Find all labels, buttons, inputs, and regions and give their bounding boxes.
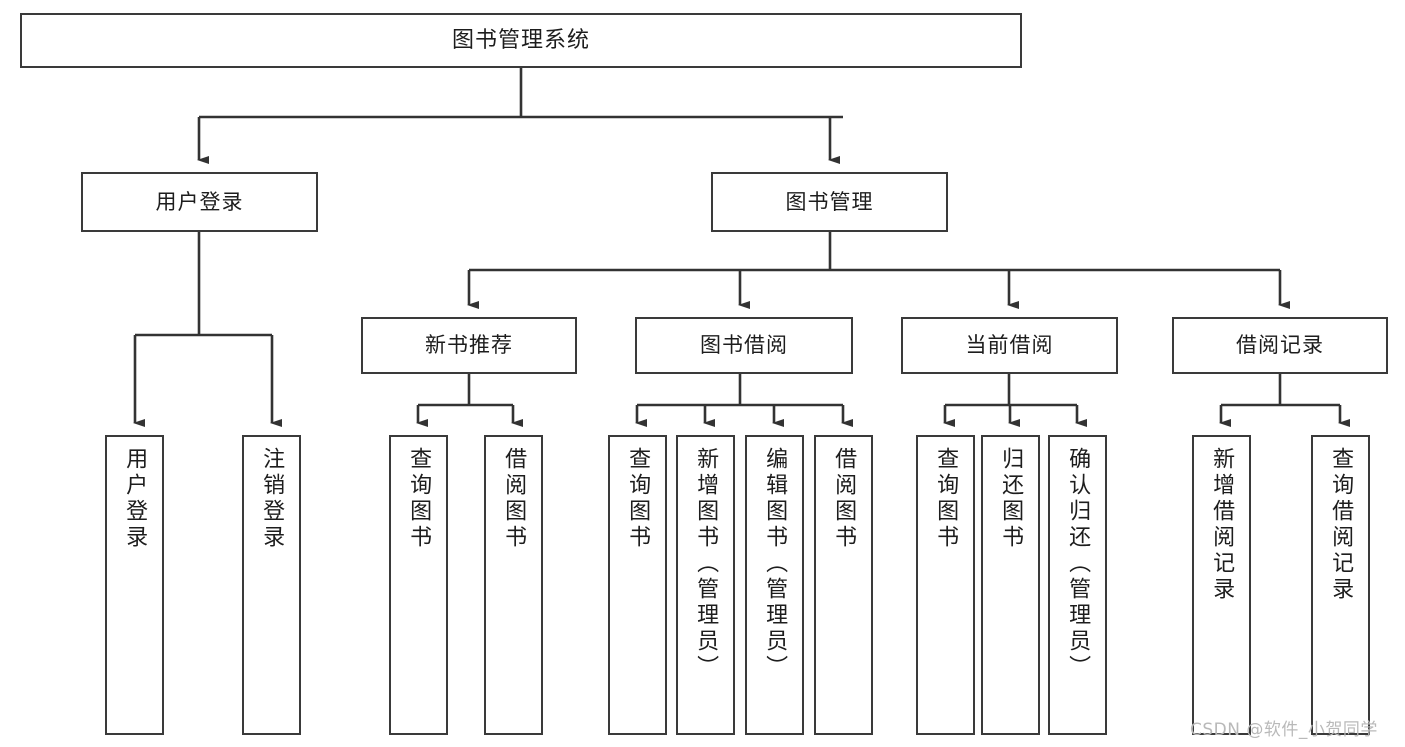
leaf-return-book[interactable]: 归还图书 bbox=[981, 435, 1040, 735]
leaf-logout[interactable]: 注销登录 bbox=[242, 435, 301, 735]
node-current-borrow[interactable]: 当前借阅 bbox=[901, 317, 1118, 374]
leaf-query-book-recommend[interactable]: 查询图书 bbox=[389, 435, 448, 735]
node-current-borrow-label: 当前借阅 bbox=[965, 333, 1054, 358]
leaf-query-book-borrow[interactable]: 查询图书 bbox=[608, 435, 667, 735]
node-borrow-record[interactable]: 借阅记录 bbox=[1172, 317, 1388, 374]
node-book-borrow-label: 图书借阅 bbox=[700, 333, 788, 358]
leaf-query-book-recommend-label: 查询图书 bbox=[406, 447, 432, 551]
leaf-query-book-borrow-label: 查询图书 bbox=[625, 447, 651, 551]
leaf-query-book-current[interactable]: 查询图书 bbox=[916, 435, 975, 735]
node-borrow-record-label: 借阅记录 bbox=[1236, 333, 1324, 358]
node-book-borrow[interactable]: 图书借阅 bbox=[635, 317, 853, 374]
node-new-book-recommend-label: 新书推荐 bbox=[425, 333, 513, 358]
leaf-add-borrow-record-label: 新增借阅记录 bbox=[1209, 447, 1235, 603]
leaf-logout-label: 注销登录 bbox=[259, 447, 285, 551]
leaf-add-book-admin[interactable]: 新增图书（管理员） bbox=[676, 435, 735, 735]
leaf-borrow-book-recommend[interactable]: 借阅图书 bbox=[484, 435, 543, 735]
leaf-edit-book-admin[interactable]: 编辑图书（管理员） bbox=[745, 435, 804, 735]
leaf-borrow-book-borrow[interactable]: 借阅图书 bbox=[814, 435, 873, 735]
node-new-book-recommend[interactable]: 新书推荐 bbox=[361, 317, 577, 374]
leaf-return-book-label: 归还图书 bbox=[998, 447, 1024, 551]
node-user-login[interactable]: 用户登录 bbox=[81, 172, 318, 232]
node-user-login-label: 用户登录 bbox=[155, 189, 244, 214]
leaf-user-login-label: 用户登录 bbox=[122, 447, 148, 551]
leaf-user-login[interactable]: 用户登录 bbox=[105, 435, 164, 735]
leaf-borrow-book-recommend-label: 借阅图书 bbox=[501, 447, 527, 551]
leaf-query-borrow-record-label: 查询借阅记录 bbox=[1328, 447, 1354, 603]
leaf-query-borrow-record[interactable]: 查询借阅记录 bbox=[1311, 435, 1370, 735]
leaf-confirm-return-admin-label: 确认归还（管理员） bbox=[1065, 447, 1091, 681]
leaf-add-book-admin-label: 新增图书（管理员） bbox=[693, 447, 719, 681]
leaf-borrow-book-borrow-label: 借阅图书 bbox=[831, 447, 857, 551]
node-book-manage-label: 图书管理 bbox=[785, 189, 874, 214]
leaf-add-borrow-record[interactable]: 新增借阅记录 bbox=[1192, 435, 1251, 735]
leaf-confirm-return-admin[interactable]: 确认归还（管理员） bbox=[1048, 435, 1107, 735]
leaf-edit-book-admin-label: 编辑图书（管理员） bbox=[762, 447, 788, 681]
leaf-query-book-current-label: 查询图书 bbox=[933, 447, 959, 551]
node-root-label: 图书管理系统 bbox=[451, 27, 590, 53]
node-root[interactable]: 图书管理系统 bbox=[20, 13, 1022, 68]
node-book-manage[interactable]: 图书管理 bbox=[711, 172, 948, 232]
